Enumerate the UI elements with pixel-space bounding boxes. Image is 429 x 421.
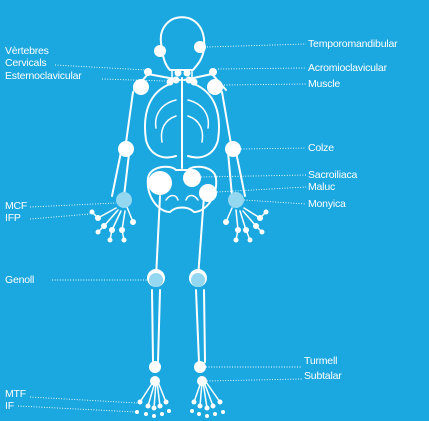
if-joint	[205, 414, 209, 418]
label-vertebres: Vèrtebres	[5, 45, 49, 57]
if-joint	[160, 412, 164, 416]
mcf-joint	[235, 227, 241, 233]
label-mcf: MCF	[5, 200, 27, 212]
mcf-joint	[257, 215, 263, 221]
mcf-joint	[95, 215, 101, 221]
sacroiliac-joint	[183, 169, 201, 187]
mcf-joint	[130, 219, 136, 225]
ifp-joint	[264, 210, 269, 215]
if-joint	[213, 412, 217, 416]
left-foot	[140, 382, 166, 408]
sternoclavicular-joint	[191, 79, 198, 86]
mtf-joint	[146, 404, 151, 409]
hip-joint	[148, 171, 172, 195]
ifp-joint	[122, 238, 127, 243]
mtf-joint	[218, 400, 223, 405]
subtalar-joint	[150, 376, 160, 386]
ifp-joint	[260, 230, 265, 235]
temporomandibular-joint	[194, 41, 206, 53]
label-ifp: IFP	[5, 212, 21, 224]
label-sacroiliaca: Sacroiliaca	[308, 169, 357, 181]
ifp-joint	[248, 238, 253, 243]
right-hand	[226, 208, 266, 240]
label-genoll: Genoll	[5, 274, 34, 286]
mtf-joint	[192, 400, 197, 405]
label-temporomandibular: Temporomandibular	[308, 38, 397, 50]
mtf-joint	[164, 400, 169, 405]
mtf-joint	[138, 400, 143, 405]
label-acromioclavicular: Acromioclavicular	[308, 62, 387, 74]
ifp-joint	[96, 230, 101, 235]
mcf-joint	[119, 227, 125, 233]
label-cervicals: Cervicals	[5, 57, 46, 69]
leader-lines	[18, 44, 306, 412]
temporomandibular-joint	[154, 45, 166, 57]
label-subtalar: Subtalar	[304, 370, 342, 382]
label-mtf: MTF	[5, 388, 26, 400]
mtf-joint	[205, 406, 210, 411]
mtf-joint	[158, 404, 163, 409]
knee-joint	[149, 273, 163, 287]
cervical-joint	[173, 77, 180, 84]
elbow-joint	[225, 141, 241, 157]
if-joint	[190, 409, 194, 413]
cervical-joint	[184, 70, 191, 77]
if-joint	[221, 410, 225, 414]
mtf-joint	[198, 404, 203, 409]
mcf-joint	[101, 223, 107, 229]
mcf-joint	[253, 223, 259, 229]
if-joint	[167, 409, 171, 413]
mtf-joint	[152, 406, 157, 411]
mtf-joint	[211, 404, 216, 409]
ankle-joint	[194, 361, 206, 373]
joint-markers-light	[116, 192, 244, 287]
if-joint	[197, 412, 201, 416]
if-joint	[152, 414, 156, 418]
hip-joint	[199, 184, 217, 202]
label-muscle: Muscle	[308, 78, 340, 90]
if-joint	[144, 412, 148, 416]
left-hand	[92, 207, 133, 240]
sternoclavicular-joint	[167, 79, 174, 86]
mcf-joint	[223, 219, 229, 225]
label-esternoclavicular: Esternoclavicular	[5, 70, 82, 82]
ifp-joint	[108, 238, 113, 243]
acromioclavicular-joint	[144, 68, 152, 76]
ifp-joint	[234, 238, 239, 243]
wrist-joint	[228, 192, 244, 208]
wrist-joint	[116, 192, 132, 208]
label-turmell: Turmell	[304, 355, 337, 367]
mcf-joint	[243, 227, 249, 233]
label-maluc: Maluc	[308, 181, 335, 193]
label-monyica: Monyica	[308, 198, 346, 210]
shoulder-joint	[207, 79, 223, 95]
shoulder-joint	[133, 79, 149, 95]
ifp-joint	[90, 210, 95, 215]
label-if: IF	[5, 400, 14, 412]
ankle-joint	[149, 361, 161, 373]
knee-joint	[191, 273, 205, 287]
subtalar-joint	[197, 376, 207, 386]
acromioclavicular-joint	[209, 68, 217, 76]
mcf-joint	[109, 227, 115, 233]
cervical-joint	[175, 70, 182, 77]
label-colze: Colze	[308, 142, 334, 154]
right-foot	[194, 382, 220, 408]
elbow-joint	[118, 141, 134, 157]
